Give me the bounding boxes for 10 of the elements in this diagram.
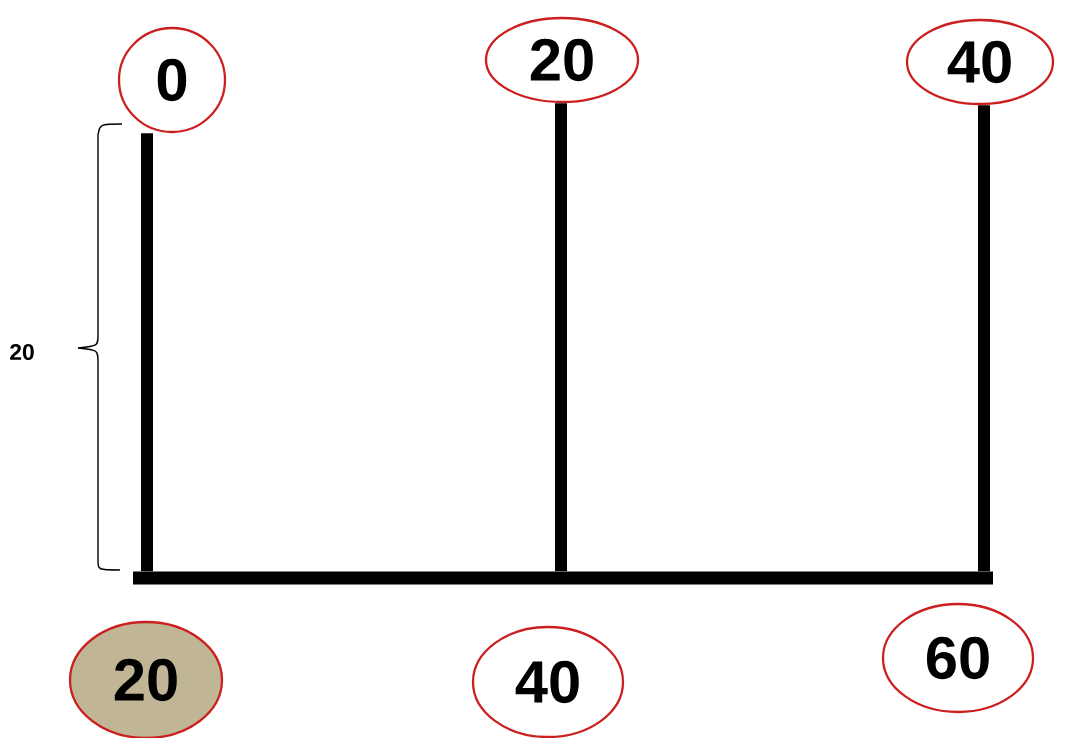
number-oval: 20 — [484, 16, 640, 104]
number-oval: 20 — [68, 620, 224, 738]
post — [555, 103, 567, 572]
number-oval: 60 — [881, 602, 1035, 714]
post — [978, 105, 990, 572]
number-oval: 0 — [117, 26, 227, 134]
number-oval: 40 — [905, 18, 1055, 106]
post — [141, 133, 153, 572]
dimension-label: 20 — [10, 343, 34, 361]
base-bar — [133, 571, 993, 585]
